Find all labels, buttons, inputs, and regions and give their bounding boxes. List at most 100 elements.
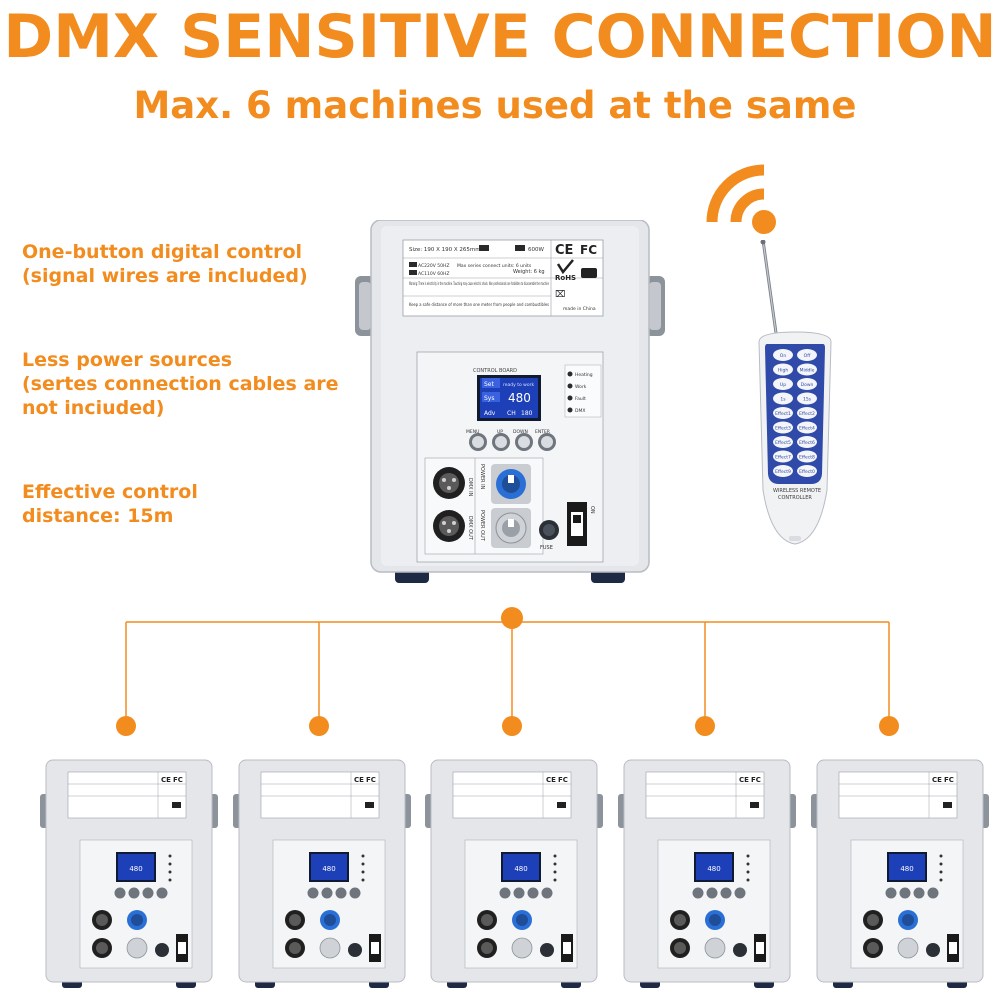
remote-label-line1: WIRELESS REMOTE: [773, 488, 821, 494]
power-in-label: POWER IN: [479, 464, 485, 490]
label-power: 600W: [528, 247, 544, 253]
power-out-label: POWER OUT: [479, 510, 485, 542]
remote-button-up[interactable]: [773, 378, 793, 390]
svg-text:480: 480: [900, 865, 913, 873]
remote-button-middle[interactable]: [797, 363, 817, 376]
chain-node-3: [502, 716, 522, 736]
up-label: UP: [497, 429, 503, 435]
fcc-mark: FC: [580, 243, 597, 257]
screen-value: 480: [508, 391, 531, 405]
remote-button-high[interactable]: [773, 363, 793, 376]
feature-control-distance: Effective control distance: 15m: [22, 481, 198, 527]
chained-machine-2: CE FC 480: [233, 758, 411, 990]
svg-text:480: 480: [322, 865, 335, 873]
remote-button-effect6[interactable]: [797, 436, 817, 448]
remote-button-label: High: [778, 368, 788, 374]
screen-180: 180: [521, 410, 533, 417]
chain-node-1: [116, 716, 136, 736]
remote-button-effect5[interactable]: [773, 436, 793, 448]
remote-label-line2: CONTROLLER: [778, 495, 812, 501]
remote-button-off[interactable]: [797, 349, 817, 361]
remote-button-label: Effect0: [799, 469, 815, 475]
screen-adv: Adv: [484, 410, 496, 417]
ce-mark: CE: [555, 243, 573, 258]
svg-text:480: 480: [129, 865, 142, 873]
recycle-icon: [581, 268, 597, 278]
remote-button-label: Middle: [800, 368, 815, 374]
label-voltage-110: AC110V 60HZ: [418, 271, 449, 277]
enter-label: ENTER: [535, 429, 550, 435]
chained-machine-5: CE FC 480: [811, 758, 989, 990]
wee-bin-icon: ⌧: [555, 290, 565, 300]
remote-button-effect9[interactable]: [773, 465, 793, 477]
remote-button-label: 1s: [780, 397, 786, 403]
svg-text:CE: CE: [546, 776, 556, 784]
remote-button-effect3[interactable]: [773, 421, 793, 434]
chain-node-5: [879, 716, 899, 736]
svg-text:FC: FC: [558, 776, 568, 784]
label-size: Size: 190 X 190 X 265mm: [409, 247, 481, 253]
switch-label: ON: [589, 506, 595, 514]
hub-node: [501, 607, 523, 629]
remote-button-label: Effect7: [775, 455, 791, 461]
rohs-mark: RoHS: [555, 274, 576, 282]
feature-digital-control: One-button digital control (signal wires…: [22, 241, 308, 287]
chain-node-4: [695, 716, 715, 736]
remote-button-label: Effect8: [799, 455, 815, 461]
remote-button-label: On: [780, 353, 787, 359]
remote-button-label: Effect6: [799, 440, 815, 446]
remote-button-down[interactable]: [797, 378, 817, 390]
page-subtitle: Max. 6 machines used at the same: [133, 84, 857, 127]
screen-set: Set: [484, 381, 495, 388]
remote-button-label: Effect4: [799, 426, 815, 432]
svg-text:FC: FC: [751, 776, 761, 784]
remote-button-label: Up: [780, 382, 786, 388]
remote-button-effect7[interactable]: [773, 450, 793, 463]
chained-machine-1: CE FC 480: [40, 758, 218, 990]
rohs-check-icon: [556, 259, 574, 275]
remote-button-effect0[interactable]: [797, 465, 817, 477]
remote-button-effect2[interactable]: [797, 407, 817, 419]
remote-button-effect4[interactable]: [797, 421, 817, 434]
remote-button-1s[interactable]: [773, 392, 793, 405]
remote-button-on[interactable]: [773, 349, 793, 361]
led-heating: Heating: [575, 372, 593, 378]
down-label: DOWN: [513, 429, 528, 435]
remote-button-label: Effect1: [775, 411, 791, 417]
feature-power-sources: Less power sources (sertes connection ca…: [22, 349, 339, 419]
remote-button-label: Effect2: [799, 411, 815, 417]
remote-button-label: Effect3: [775, 426, 791, 432]
chained-machine-3: CE FC 480: [425, 758, 603, 990]
svg-text:FC: FC: [944, 776, 954, 784]
dmx-in-label: DMX IN: [467, 478, 473, 497]
led-dmx: DMX: [575, 408, 585, 414]
remote-button-label: Down: [801, 382, 814, 388]
svg-text:CE: CE: [739, 776, 749, 784]
remote-button-label: Off: [804, 353, 812, 359]
remote-button-label: 15s: [803, 397, 812, 403]
remote-button-effect1[interactable]: [773, 407, 793, 419]
svg-text:FC: FC: [173, 776, 183, 784]
dmx-chain-lines: [116, 607, 899, 736]
menu-label: MENU: [466, 429, 479, 435]
led-work: Work: [575, 384, 587, 390]
remote-button-effect8[interactable]: [797, 450, 817, 463]
svg-text:480: 480: [707, 865, 720, 873]
remote-button-15s[interactable]: [797, 392, 817, 405]
dmx-out-label: DMX OUT: [467, 516, 473, 541]
led-fault: Fault: [575, 396, 586, 402]
remote-button-label: Effect9: [775, 469, 791, 475]
screen-status: ready to work: [503, 382, 534, 388]
label-weight: Weight: 6 kg: [513, 269, 545, 275]
label-made-in: made in China: [563, 306, 596, 312]
chain-node-2: [309, 716, 329, 736]
svg-text:CE: CE: [932, 776, 942, 784]
remote-button-label: Effect5: [775, 440, 791, 446]
main-machine: Size: 190 X 190 X 265mm 600W AC220V 50HZ…: [355, 220, 665, 585]
screen-sys: Sys: [484, 395, 495, 402]
page-title: DMX SENSITIVE CONNECTION: [3, 2, 997, 72]
svg-text:CE: CE: [161, 776, 171, 784]
fuse-label: FUSE: [540, 545, 553, 551]
label-series: Max series connect units: 6 units: [457, 263, 532, 269]
svg-text:FC: FC: [366, 776, 376, 784]
